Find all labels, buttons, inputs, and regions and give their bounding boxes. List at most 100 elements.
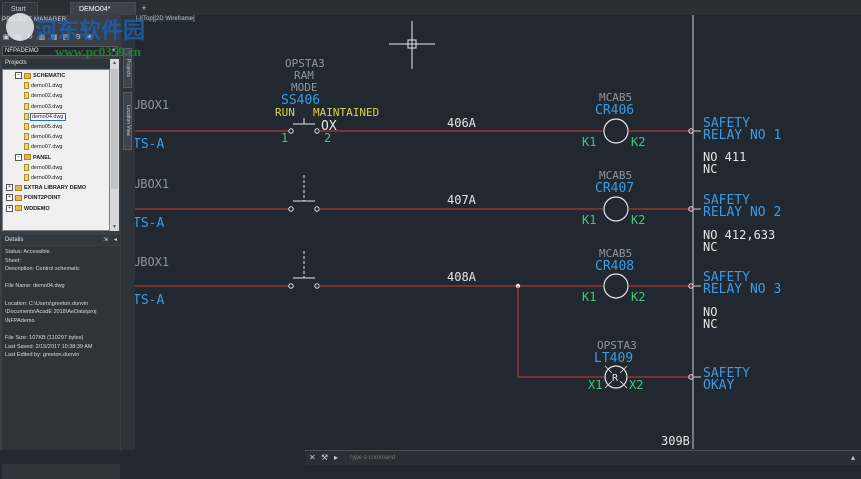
collapse-icon[interactable]: − [15,153,22,161]
drawing-file-icon [24,143,29,151]
folder-icon [15,205,22,212]
tree-drawing-item[interactable]: demo05.dwg [24,122,63,132]
tree-item-label: SCHEMATIC [33,73,66,79]
expand-icon[interactable]: + [6,204,13,212]
relay-k2: K2 [631,213,645,227]
help-icon[interactable]: ◉ [86,34,94,41]
right-label-2: RELAY NO 1 [703,128,781,143]
contact-no: NO 411 [703,150,746,164]
plot-icon[interactable]: ▧ [62,34,70,41]
relay-k2: K2 [631,135,645,149]
chevron-up-icon[interactable]: ▴ [850,453,855,462]
relay-k1: K1 [582,135,596,149]
switch-type: OPSTA3 [285,57,325,70]
open-project-icon[interactable]: ▣ [2,34,10,41]
properties-icon[interactable]: ▥ [38,34,46,41]
lamp-branch-lt409: OPSTA3 LT409 R X1 X2 SAFETY OKAY [517,286,750,393]
relay-k1: K1 [582,290,596,304]
drawing-file-icon [24,82,29,90]
tree-folder[interactable]: −PANEL [15,153,51,163]
folder-icon [15,194,22,201]
drawing-canvas[interactable]: UBOX1 TS-A OPSTA3 RAM MODE SS406 RUN MAI… [135,15,861,449]
command-prompt-icon[interactable]: ▸ [334,453,339,462]
tab-projects[interactable]: Projects [123,48,132,88]
refresh-icon[interactable]: ↻ [27,34,33,41]
expand-icon[interactable]: + [6,194,13,202]
tree-drawing-item[interactable]: demo07.dwg [24,142,63,152]
switch-id: SS406 [281,93,320,108]
status-left [0,450,305,464]
drawing-file-icon [24,174,29,182]
scroll-up-icon[interactable]: ▲ [112,60,117,66]
wire-label-408a: 408A [447,270,477,284]
tree-item-label: demo07.dwg [31,144,63,151]
project-dropdown[interactable]: NFPADEMO ▾ [2,46,118,56]
drawing-file-icon [24,163,29,171]
tree-drawing-item[interactable]: demo04.dwg [24,112,66,122]
tree-folder[interactable]: +POINT2POINT [6,193,61,203]
tree-item-label: demo04.dwg [30,112,66,121]
relay-type: MCAB5 [599,169,632,182]
rung1-left-wire: TS-A [135,137,164,152]
lamp-id: LT409 [594,351,633,366]
relay-id-cr406: CR406 [595,103,634,118]
command-input[interactable] [349,453,829,463]
tree-folder[interactable]: + EXTRA LIBRARY DEMO [6,183,86,193]
tree-item-label: EXTRA LIBRARY DEMO [24,185,87,192]
right-label-1: SAFETY [703,270,750,285]
relay-k1: K1 [582,213,596,227]
publish-icon[interactable]: ▦ [50,34,58,41]
scroll-down-icon[interactable]: ▼ [112,224,117,230]
switch-pin-2: 2 [324,131,331,145]
rail-bottom-label: 309B [661,434,690,448]
tree-drawing-item[interactable]: demo03.dwg [24,102,63,112]
switch-run-label: RUN [275,106,295,119]
details-pin-icon[interactable]: ⇲ [102,237,108,243]
lamp-x1: X1 [588,378,602,392]
details-collapse-icon[interactable]: ◂ [113,237,117,243]
details-line: \Documents\AcadE 2018\AeData\proj [5,309,97,316]
expand-icon[interactable]: + [6,184,13,192]
side-tab-label: Projects [125,58,131,78]
tree-item-label: WDDEMO [24,205,50,212]
tab-demo04[interactable]: DEMO04* [70,2,136,15]
tab-start[interactable]: Start [2,2,38,15]
tree-drawing-item[interactable]: demo09.dwg [24,173,63,183]
details-line: \NFPAdemo [5,317,35,324]
collapse-icon[interactable]: − [15,72,22,80]
watermark-url: www.pc0359.cn [55,44,141,59]
tree-drawing-item[interactable]: demo08.dwg [24,163,63,173]
panel-title: PROJECT MANAGER [2,17,67,23]
tab-location-view[interactable]: Location View [123,92,132,150]
projects-header: Projects [2,59,112,68]
pushbutton-407[interactable] [288,175,320,212]
settings-icon[interactable]: ⚙ [74,34,82,41]
tree-scrollbar[interactable]: ▲ ▼ [110,59,119,231]
details-line: Last Edited by: greeton.dunvin [5,352,80,359]
folder-icon [24,154,31,161]
tree-drawing-item[interactable]: demo02.dwg [24,91,63,101]
tree-item-label: demo05.dwg [31,124,63,130]
tree-drawing-item[interactable]: demo06.dwg [24,132,63,142]
scroll-thumb[interactable] [111,69,118,189]
contact-nc: NC [703,162,717,176]
watermark-logo-text: 河东软件园 [35,18,146,43]
contact-nc: NC [703,317,717,331]
viewport-controls[interactable]: [-][Top][2D Wireframe] [136,16,195,22]
right-label-1: SAFETY [703,116,750,131]
tree-folder[interactable]: − SCHEMATIC [15,71,65,81]
switch-desc-2: MODE [291,81,318,94]
close-icon[interactable]: ✕ [309,453,316,462]
details-header[interactable]: Details ⇲ ◂ [2,235,120,245]
switch-maintained-label: MAINTAINED [313,106,379,119]
new-tab-button[interactable]: + [141,3,147,13]
right-label-1: SAFETY [703,193,750,208]
tree-folder[interactable]: + WDDEMO [6,204,50,214]
tree-drawing-item[interactable]: demo01.dwg [24,81,63,91]
wrench-icon[interactable]: ⚒ [321,453,329,462]
lamp-right-label-1: SAFETY [703,366,750,381]
contact-no: NO 412,633 [703,228,775,242]
relay-k2: K2 [631,290,645,304]
relay-type: MCAB5 [599,91,632,104]
